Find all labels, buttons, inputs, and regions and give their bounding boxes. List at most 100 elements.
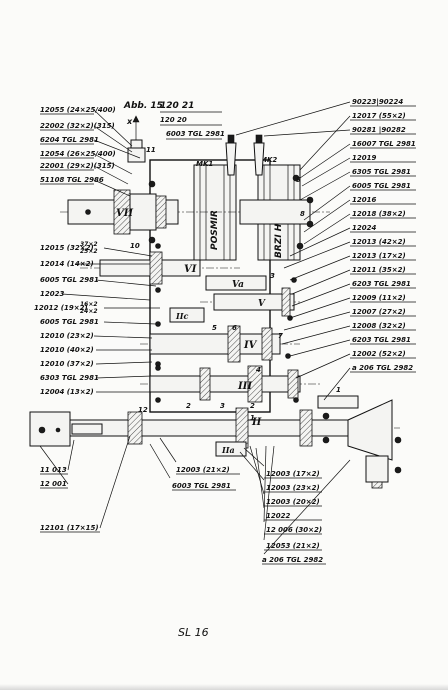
diagram-label: 90223|90224 — [352, 98, 403, 107]
diagram-label: 37×2 — [80, 241, 98, 248]
diagram-label: 16×2 — [80, 301, 98, 308]
diagram-label: 3 — [220, 402, 225, 410]
diagram-label: 12023 — [40, 290, 64, 298]
shaft-vii: VII — [60, 180, 330, 244]
motor-label-brzi-hod: BRZI HOD — [274, 208, 284, 258]
diagram-label: 12019 — [352, 154, 376, 162]
labels-right: 90223|90224 12017 (55×2) 90281 |90282 16… — [350, 98, 416, 373]
diagram-label: 12013 (42×2) — [352, 238, 406, 246]
clutch-mk1: POSMIR — [193, 164, 237, 261]
leader-lines-left — [39, 109, 160, 529]
shaft-ii: II — [30, 395, 400, 449]
diagram-label: 10 — [130, 242, 140, 250]
diagram-label: VI — [184, 264, 197, 275]
diagram-label: 22001 (29×2)(315) — [40, 162, 115, 170]
diagram-label: 6003 TGL 2981 — [166, 130, 225, 138]
diagram-label: a 206 TGL 2982 — [262, 556, 323, 564]
leader-lines-bottom — [149, 437, 351, 555]
diagram-label: 12008 (32×2) — [352, 322, 406, 330]
diagram-label: III — [237, 381, 252, 392]
diagram-label: 12003 (20×2) — [266, 498, 320, 506]
diagram-label: 16007 TGL 2981 — [352, 140, 416, 148]
diagram-label: 11 013 — [40, 466, 67, 474]
diagram-label: a 206 TGL 2982 — [352, 364, 413, 372]
diagram-label: 12017 (55×2) — [352, 112, 406, 120]
diagram-label: 12054 (26×25/400) — [40, 150, 116, 158]
diagram-label: 6 — [232, 324, 237, 332]
diagram-label: 12022 — [266, 512, 290, 520]
diagram-label: 12011 (35×2) — [352, 266, 406, 274]
diagram-label: 12015 (32×2) — [40, 244, 94, 252]
diagram-label: VII — [116, 208, 133, 219]
diagram-label: 7 — [278, 332, 283, 340]
bevel-gear-output — [347, 399, 402, 489]
diagram-label: 8 — [300, 210, 305, 218]
shaft-v: Va V — [200, 275, 300, 317]
mark-mk2: MK2 — [260, 156, 277, 164]
diagram-label: 2 — [186, 402, 191, 410]
diagram-label: 6204 TGL 2981 — [40, 136, 99, 144]
labels-bottom: 12003 (21×2) 6003 TGL 2981 12003 (17×2) … — [172, 466, 326, 565]
labels-top-center: 120 20 6003 TGL 2981 — [160, 116, 225, 140]
diagram-label: 12003 (17×2) — [266, 470, 320, 478]
shaft-iic: IIc — [169, 307, 205, 323]
leader-lines-right — [235, 101, 351, 401]
diagram-label: 12053 (21×2) — [266, 542, 320, 550]
diagram-label: 90281 |90282 — [352, 126, 406, 135]
diagram-label: 22002 (32×2)(315) — [40, 122, 115, 130]
figure-heading-number: 120 21 — [160, 101, 194, 111]
diagram-label: 6203 TGL 2981 — [352, 336, 411, 344]
diagram-label: 12 001 — [40, 480, 67, 488]
diagram-label: 12014 (14×2) — [40, 260, 94, 268]
diagram-label: 11 — [146, 146, 156, 154]
diagram-label: 5 — [212, 324, 217, 332]
diagram-label: 12024 — [352, 224, 376, 232]
diagram-label: 6005 TGL 2981 — [40, 318, 99, 326]
diagram-label: 12002 (52×2) — [352, 350, 406, 358]
labels-left: 12055 (24×25/400) 22002 (32×2)(315) 6204… — [34, 106, 116, 533]
diagram-label: 12 — [138, 406, 148, 414]
shaft-iv: IV — [140, 321, 300, 367]
diagram-label: 1 — [336, 386, 341, 394]
diagram-label: 12101 (17×15) — [40, 524, 99, 532]
diagram-label: 12003 (23×2) — [266, 484, 320, 492]
diagram-label: IV — [243, 340, 258, 351]
diagram-label: 2 — [250, 402, 255, 410]
diagram-label: 6303 TGL 2981 — [40, 374, 99, 382]
diagram-label: 12055 (24×25/400) — [40, 106, 116, 114]
diagram-label: 51108 TGL 2986 — [40, 176, 104, 184]
diagram-label: 6003 TGL 2981 — [172, 482, 231, 490]
diagram-label: 120 20 — [160, 116, 187, 124]
handwheel-left — [29, 411, 103, 447]
diagram-label: 3 — [270, 272, 275, 280]
diagram-label: 12010 (23×2) — [40, 332, 94, 340]
diagram-label: 12012 (19×2) — [34, 304, 88, 312]
item-numbers: 11 10 9 8 3 5 6 7 2 1 12 3 4 2 1 — [130, 146, 341, 422]
diagram-label: 12007 (27×2) — [352, 308, 406, 316]
diagram-label: 9 — [296, 176, 301, 184]
diagram-label: 12004 (13×2) — [40, 388, 94, 396]
diagram-label: 12 006 (30×2) — [266, 526, 322, 534]
page-caption: SL 16 — [178, 626, 209, 639]
diagram-label: Va — [232, 280, 244, 290]
mark-mk1: MK1 — [196, 160, 213, 168]
diagram-label: 6005 TGL 2981 — [40, 276, 99, 284]
diagram-label: V — [258, 299, 266, 309]
diagram-label: 12010 (40×2) — [40, 346, 94, 354]
diagram-label: 6005 TGL 2981 — [352, 182, 411, 190]
diagram-label: 12009 (11×2) — [352, 294, 406, 302]
figure-heading-prefix: Abb. 15 — [123, 101, 163, 111]
diagram-label: 6305 TGL 2981 — [352, 168, 411, 176]
diagram-label: 25×2 — [80, 248, 98, 255]
diagram-label: 12010 (37×2) — [40, 360, 94, 368]
plug-connectors — [225, 134, 265, 176]
diagram-label: 1 — [250, 414, 255, 422]
shaft-iii: III — [140, 365, 320, 403]
motor-label-posmir: POSMIR — [210, 210, 220, 250]
diagram-label: 12013 (17×2) — [352, 252, 406, 260]
scan-edge — [0, 684, 448, 690]
shaft-iia: IIa — [215, 441, 247, 457]
svg-text:x: x — [126, 117, 133, 126]
